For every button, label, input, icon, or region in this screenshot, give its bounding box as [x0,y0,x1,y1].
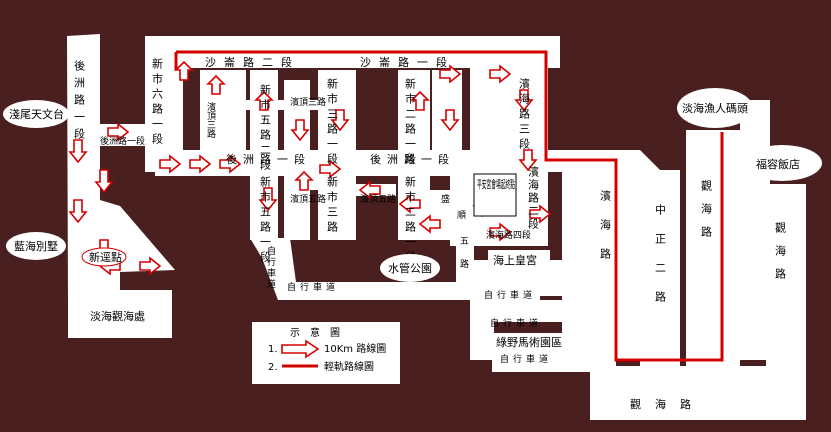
road-label-xinshi-2b: 新市二路一段 [404,175,417,266]
place-danshui-view-label: 淡海觀海處 [90,309,145,323]
vertical-road-labels: 後洲路一段 新市六路一段 新市五路二段 新市五路一段 新市三路一段 新市三路 新… [73,57,787,320]
place-fisher-wharf [677,88,753,128]
road-label-xinshi-3b: 新市三路 [326,175,339,236]
road-labels: 沙崙路二段 沙崙路一段 後洲路一段 後洲路一段 自行車道 自行車道 自行車道 自… [205,55,705,411]
place-pingan [473,173,517,217]
place-fisher-wharf-label: 淡海漁人碼頭 [682,101,748,115]
legend-item-1-num: 1. [268,344,278,355]
road-label-zhengding-3b: 濱頂三路 [290,96,326,108]
road-label-houzhou-2: 後洲路一段 [370,152,455,166]
place-luye [492,333,578,351]
road-label-binhai-3: 濱海路三段 [518,77,531,153]
place-fuyong [742,145,822,181]
road-label-houzhou-small: 後洲路一段 [100,135,145,147]
place-lanhai [6,232,66,260]
road-label-guanhai-2: 觀海路 [774,222,787,291]
place-fuyong-label: 福容飯店 [756,157,800,171]
road-label-shun: 順 [455,210,466,220]
road-network [67,34,806,420]
road-label-xinshi-5b: 新市五路一段 [259,175,272,266]
road-label-zhengding-5: 濱頂五路 [290,193,326,205]
place-tianwen-label: 淺尾天文台 [9,107,64,121]
road-label-sheng: 盛 [439,193,450,203]
road-label-shaqi-2: 沙崙路二段 [205,55,300,69]
place-shuiguan-label: 水管公園 [388,261,432,275]
place-luye-label: 綠野馬術園區 [496,336,562,349]
road-label-wu: 五路 [458,236,469,282]
road-label-bike-1: 自行車道 [287,281,339,293]
legend-box [252,322,400,384]
road-label-xinshi-5a: 新市五路二段 [259,83,272,174]
road-label-shaqi-1: 沙崙路一段 [360,55,455,69]
road-label-binhai-4: 濱海路四段 [486,229,531,241]
place-pingan-label: 平安宮會場起終點 [477,177,515,191]
place-tianwen [3,100,69,128]
road-label-guanhai-1: 觀海路 [700,180,713,249]
road-label-bike-2: 自行車道 [484,289,536,301]
place-shuiguan [380,254,440,282]
road-label-zhengding-5b: 濱頂五路 [360,193,396,205]
road-label-bike-4: 自行車道 [500,353,552,365]
road-label-zhongzheng-2: 中正二路 [654,204,667,320]
places: 淺尾天文台 藍海別墅 淡海觀海處 淡海漁人碼頭 福容飯店 水管公園 海上皇宮 綠… [3,88,822,351]
road-label-houzhou-vertical: 後洲路一段 [73,59,86,145]
road-label-xinshi-2a: 新市二路一段 [404,77,417,168]
light-rail-line [176,50,724,362]
place-xinshi-start [81,247,127,267]
place-haishang [488,250,550,270]
legend-item-2-label: 輕軌路線圖 [324,360,374,373]
legend-item-1-label: 10Km 路線圖 [324,342,386,355]
place-xinshi-start-label: 新逕點 [89,250,122,264]
legend: 示意圖 1. 10Km 路線圖 2. 輕軌路線圖 [252,322,400,384]
road-label-zhengding-3: 濱頂三路 [205,101,216,139]
place-lanhai-label: 藍海別墅 [14,239,58,253]
road-label-binhai-2: 濱海路二段 [527,165,540,231]
road-label-xinshi-6: 新市六路一段 [151,57,164,148]
road-label-guanhai-bottom: 觀海路 [630,397,705,411]
legend-item-2-num: 2. [268,362,278,373]
road-label-bike-vertical: 自行車道 [265,245,276,290]
road-label-bike-3: 自行車道 [490,317,542,329]
road-label-houzhou-1: 後洲路一段 [226,152,311,166]
legend-title: 示意圖 [290,326,350,339]
legend-arrow-icon [281,339,320,359]
road-label-xinshi-3a: 新市三路一段 [326,77,339,168]
place-haishang-label: 海上皇宮 [493,253,537,267]
road-label-binhai: 濱海路 [599,189,612,277]
